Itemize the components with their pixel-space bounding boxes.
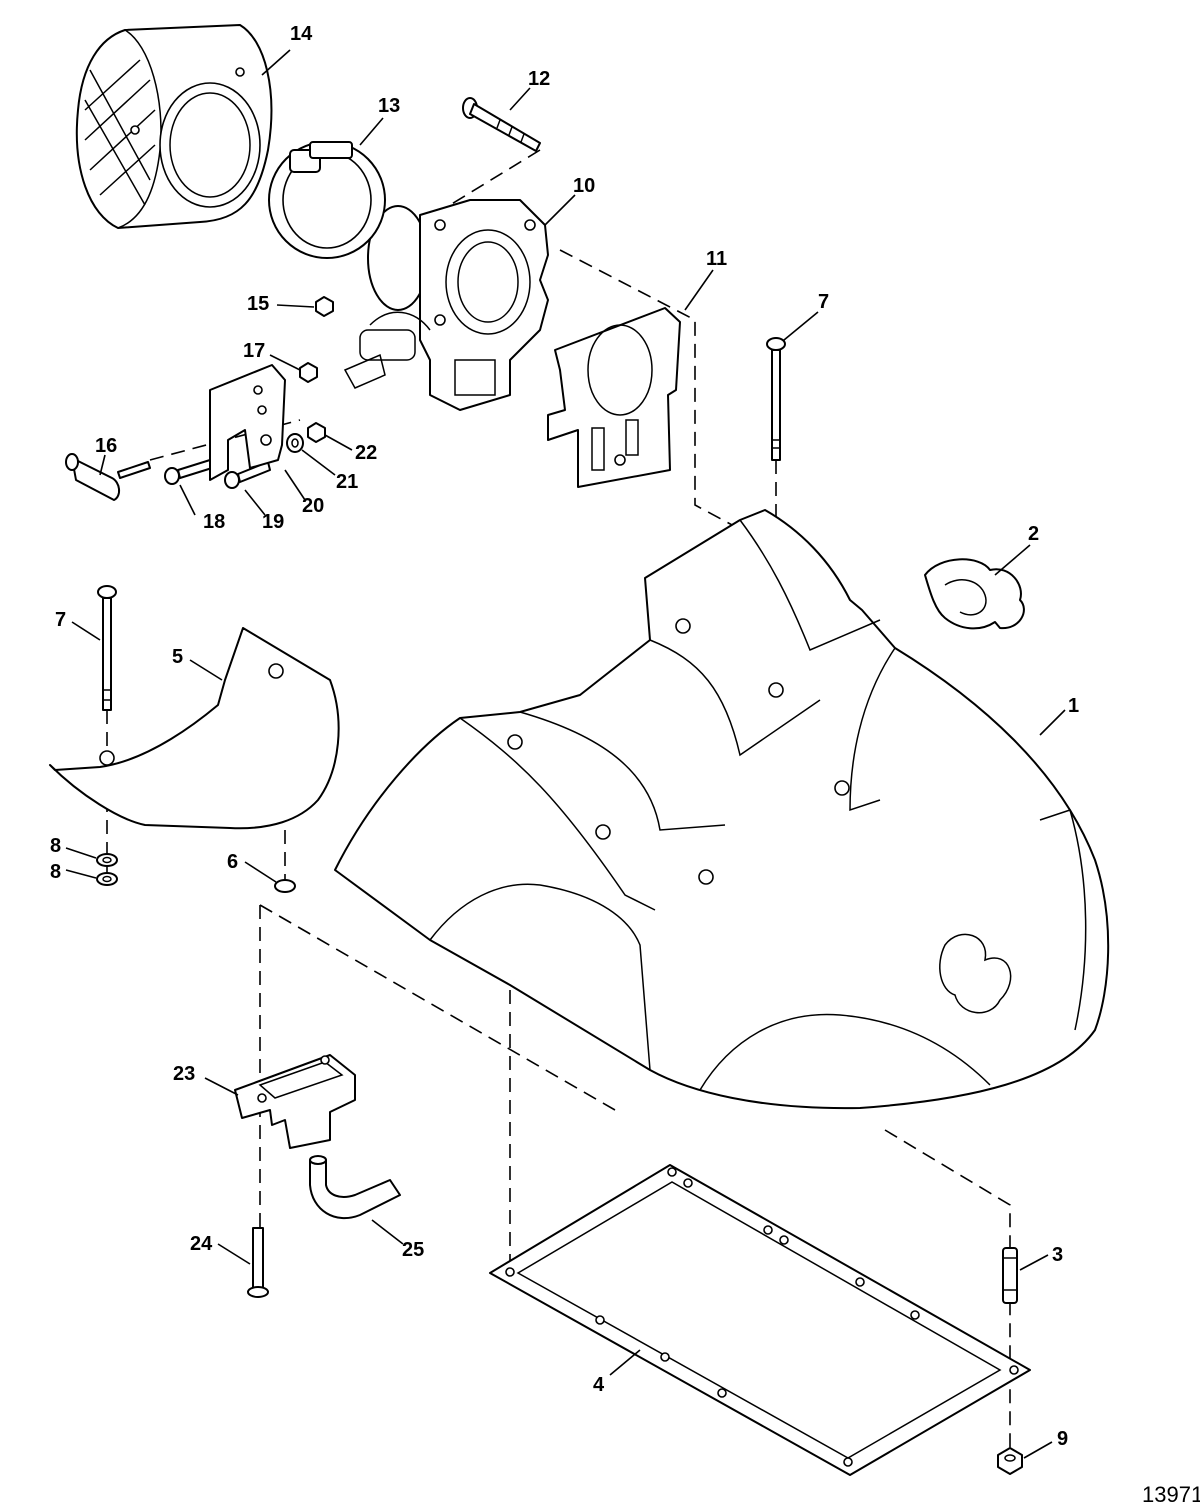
part-18-screw: [164, 459, 213, 485]
part-23-sensor: [234, 1054, 356, 1149]
callout-18: 18: [203, 511, 225, 533]
part-7-bolt-left: [97, 585, 117, 711]
part-15-nut: [315, 296, 334, 317]
callout-23: 23: [173, 1063, 195, 1085]
part-14-flame-arrestor: [75, 24, 273, 229]
leader-lines: [65, 49, 1066, 1459]
part-3-stud: [1002, 1247, 1018, 1304]
callout-3: 3: [1052, 1244, 1063, 1266]
part-11-gasket: [547, 307, 681, 488]
part-20-bracket: [209, 364, 286, 481]
part-10-throttle-body: [343, 199, 549, 411]
callout-24: 24: [190, 1233, 213, 1255]
callout-1: 1: [1068, 695, 1079, 717]
callout-10: 10: [573, 175, 595, 197]
callout-16: 16: [95, 435, 117, 457]
callout-7-left: 7: [55, 609, 66, 631]
part-8-washers: [96, 853, 118, 886]
callout-9: 9: [1057, 1428, 1068, 1450]
part-22-nut: [307, 422, 326, 443]
part-7-bolt-right: [766, 337, 786, 461]
part-12-bolt: [462, 97, 541, 152]
callout-19: 19: [262, 511, 284, 533]
callout-6: 6: [227, 851, 238, 873]
callout-8-lower: 8: [50, 861, 61, 883]
callout-17: 17: [243, 340, 265, 362]
part-6-plug: [274, 879, 296, 893]
callout-20: 20: [302, 495, 324, 517]
callout-labels: 1 2 3 4 5 6 7 7 8 8 9 10 11 12 13 14 15 …: [50, 23, 1079, 1450]
callout-21: 21: [336, 471, 358, 493]
callout-14: 14: [290, 23, 313, 45]
callout-12: 12: [528, 68, 550, 90]
part-25-hose: [309, 1155, 401, 1220]
part-24-screw: [247, 1227, 269, 1298]
callout-5: 5: [172, 646, 183, 668]
figure-number: 13971: [1142, 1482, 1200, 1507]
part-17-nut: [299, 362, 318, 383]
part-13-hose-clamp: [268, 141, 386, 259]
part-9-nut: [997, 1447, 1023, 1475]
part-5-side-shield: [49, 627, 340, 830]
callout-2: 2: [1028, 523, 1039, 545]
callout-13: 13: [378, 95, 400, 117]
callout-4: 4: [593, 1374, 605, 1396]
part-19-screw: [224, 461, 271, 489]
part-2-emblem: [924, 558, 1025, 630]
callout-22: 22: [355, 442, 377, 464]
callout-11: 11: [706, 248, 727, 270]
callout-7-right: 7: [818, 291, 829, 313]
callout-8-upper: 8: [50, 835, 61, 857]
part-1-plenum-cover: [334, 509, 1110, 1110]
part-16-cable-end: [65, 453, 151, 501]
part-4-gasket: [489, 1164, 1031, 1476]
part-21-washer: [286, 433, 304, 453]
callout-15: 15: [247, 293, 269, 315]
callout-25: 25: [402, 1239, 424, 1261]
